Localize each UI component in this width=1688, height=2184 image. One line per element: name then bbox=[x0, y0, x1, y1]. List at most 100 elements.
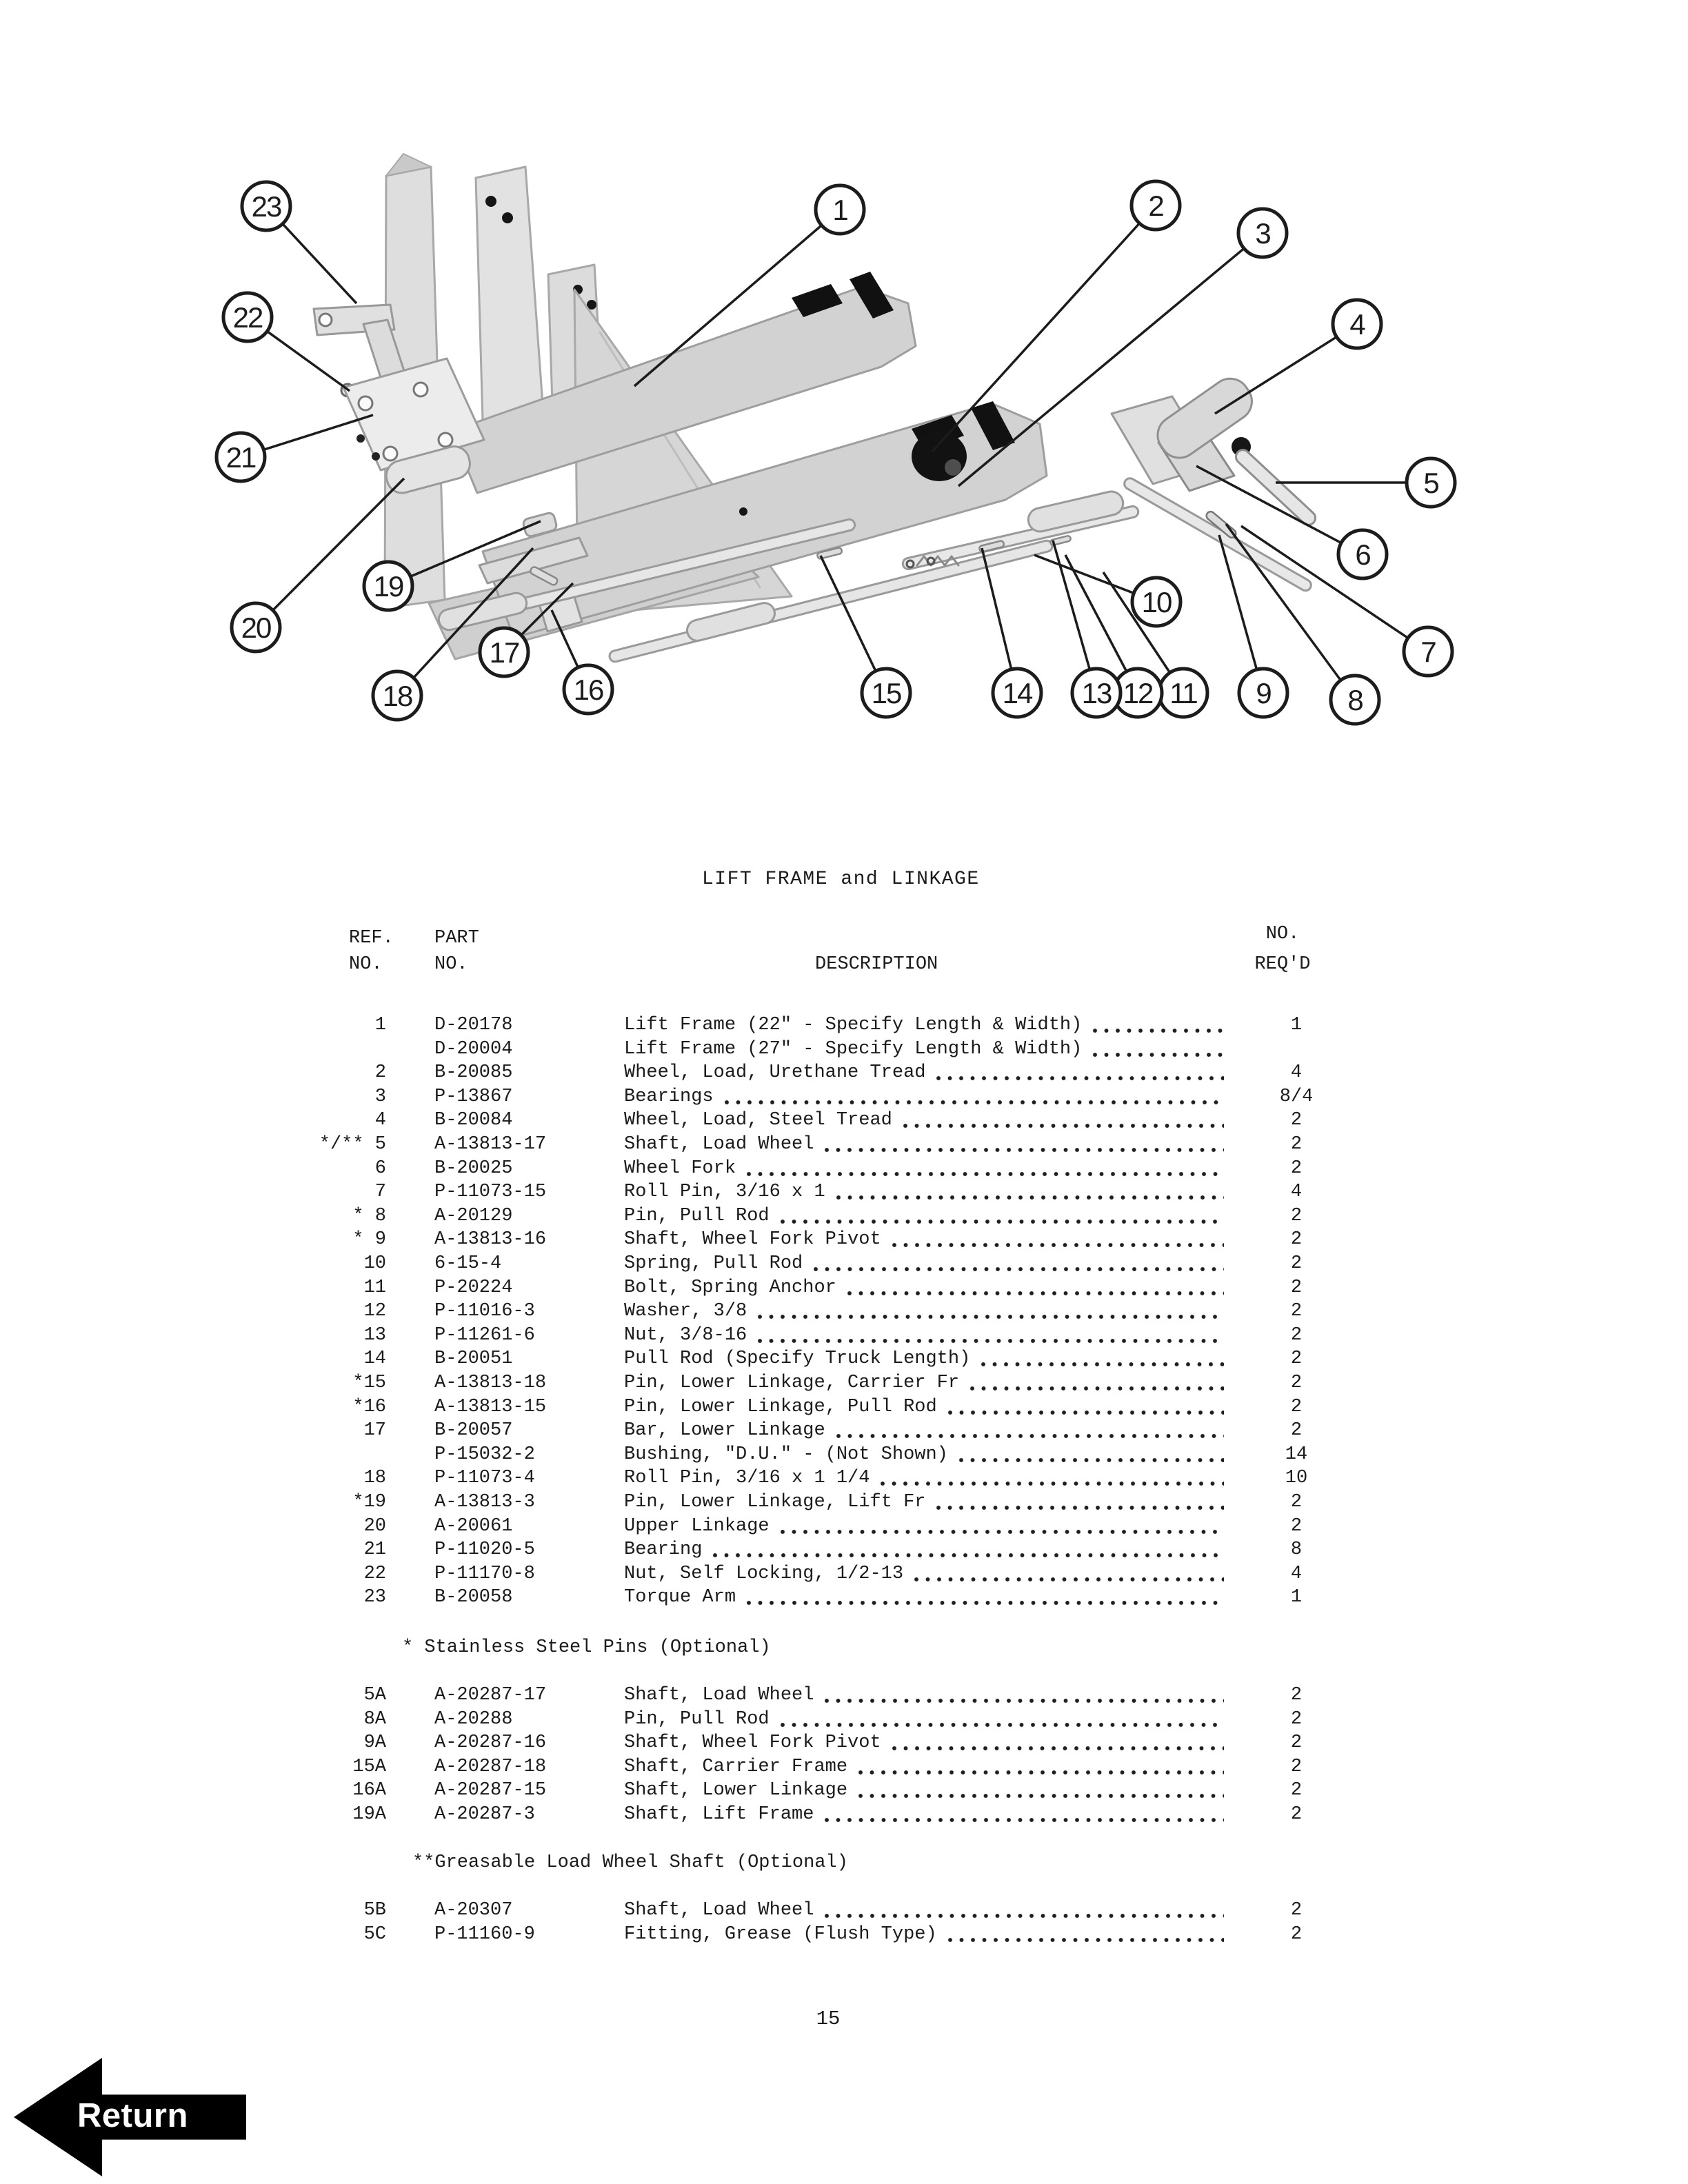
part-no-cell: B-20057 bbox=[434, 1420, 513, 1442]
description-cell: Fitting, Grease (Flush Type) bbox=[624, 1923, 1224, 1945]
description-cell: Roll Pin, 3/16 x 1 1/4 bbox=[624, 1468, 1224, 1489]
svg-text:9: 9 bbox=[1256, 677, 1271, 709]
part-no-cell: 6-15-4 bbox=[434, 1253, 502, 1274]
dot-leader bbox=[913, 1563, 1224, 1584]
description-cell: Pin, Lower Linkage, Lift Fr bbox=[624, 1492, 1224, 1513]
qty-cell: 2 bbox=[1290, 1348, 1303, 1370]
callout-17: 17 bbox=[478, 626, 530, 678]
description-text: Shaft, Carrier Frame bbox=[624, 1756, 848, 1777]
dot-leader bbox=[980, 1348, 1224, 1370]
description-text: Wheel, Load, Urethane Tread bbox=[624, 1062, 926, 1084]
part-no-cell: P-11016-3 bbox=[434, 1301, 535, 1322]
qty-cell: 2 bbox=[1290, 1373, 1303, 1393]
svg-text:20: 20 bbox=[241, 611, 271, 644]
ref-no-cell: 19A bbox=[352, 1804, 386, 1825]
dot-leader bbox=[823, 1804, 1224, 1825]
ref-no-cell: */** 5 bbox=[319, 1134, 386, 1155]
qty-cell: 2 bbox=[1290, 1253, 1303, 1274]
ref-no-cell: 5A bbox=[363, 1685, 386, 1706]
description-cell: Bushing, "D.U." - (Not Shown) bbox=[624, 1444, 1224, 1465]
description-cell: Wheel Fork bbox=[624, 1157, 1224, 1179]
description-text: Lift Frame (22" - Specify Length & Width… bbox=[624, 1015, 1083, 1035]
callout-1: 1 bbox=[814, 183, 866, 236]
qty-cell: 2 bbox=[1290, 1756, 1303, 1777]
qty-cell: 2 bbox=[1290, 1301, 1303, 1322]
qty-cell: 8 bbox=[1290, 1539, 1303, 1561]
svg-text:7: 7 bbox=[1420, 636, 1436, 668]
qty-cell: 2 bbox=[1290, 1780, 1303, 1801]
callout-14: 14 bbox=[991, 667, 1043, 719]
callout-leader-7 bbox=[1240, 525, 1429, 653]
callout-leader-9 bbox=[1218, 534, 1265, 694]
part-no-cell: P-20224 bbox=[434, 1277, 513, 1298]
qty-cell: 4 bbox=[1290, 1563, 1303, 1584]
callout-22: 22 bbox=[221, 291, 274, 343]
svg-text:17: 17 bbox=[490, 636, 519, 669]
callout-10: 10 bbox=[1130, 576, 1183, 628]
ref-no-cell: *19 bbox=[352, 1492, 386, 1513]
dot-leader bbox=[745, 1157, 1224, 1179]
description-cell: Wheel, Load, Steel Tread bbox=[624, 1110, 1224, 1131]
qty-cell: 2 bbox=[1290, 1492, 1303, 1513]
qty-cell: 2 bbox=[1290, 1324, 1303, 1346]
part-no-cell: D-20004 bbox=[434, 1038, 513, 1060]
dot-leader bbox=[712, 1539, 1224, 1561]
header-req-line2: REQ'D bbox=[1254, 954, 1311, 975]
description-cell: Nut, 3/8-16 bbox=[624, 1324, 1224, 1346]
description-text: Pin, Lower Linkage, Carrier Fr bbox=[624, 1373, 960, 1393]
svg-text:16: 16 bbox=[574, 674, 603, 706]
part-no-cell: P-11073-4 bbox=[434, 1468, 535, 1489]
svg-text:23: 23 bbox=[252, 190, 281, 223]
part-no-cell: A-20287-18 bbox=[434, 1756, 547, 1777]
part-no-cell: A-13813-3 bbox=[434, 1492, 535, 1513]
description-cell: Shaft, Wheel Fork Pivot bbox=[624, 1229, 1224, 1251]
ref-no-cell: 20 bbox=[363, 1515, 386, 1537]
description-cell: Shaft, Wheel Fork Pivot bbox=[624, 1732, 1224, 1754]
ref-no-cell: 2 bbox=[374, 1062, 386, 1084]
callout-leader-4 bbox=[1214, 323, 1358, 415]
callout-3: 3 bbox=[1236, 207, 1289, 259]
svg-text:6: 6 bbox=[1355, 538, 1370, 571]
dot-leader bbox=[823, 1685, 1224, 1706]
header-ref-line1: REF. bbox=[349, 928, 394, 949]
callout-4: 4 bbox=[1331, 298, 1383, 350]
lower-linkage-bar bbox=[478, 536, 589, 585]
ref-no-cell: 9A bbox=[363, 1732, 386, 1754]
description-cell: Lift Frame (22" - Specify Length & Width… bbox=[624, 1015, 1224, 1035]
part-no-cell: A-20287-15 bbox=[434, 1780, 547, 1801]
part-no-cell: A-20287-16 bbox=[434, 1732, 547, 1754]
callout-leader-8 bbox=[1225, 523, 1356, 701]
description-text: Shaft, Lower Linkage bbox=[624, 1780, 848, 1801]
description-text: Fitting, Grease (Flush Type) bbox=[624, 1923, 937, 1945]
ref-no-cell: 11 bbox=[363, 1277, 386, 1298]
part-no-cell: P-11073-15 bbox=[434, 1182, 547, 1203]
svg-text:21: 21 bbox=[226, 441, 256, 474]
dot-leader bbox=[935, 1492, 1224, 1513]
return-button[interactable]: Return bbox=[14, 2058, 246, 2176]
svg-text:13: 13 bbox=[1082, 677, 1112, 709]
part-no-cell: A-20129 bbox=[434, 1205, 513, 1226]
dot-leader bbox=[879, 1468, 1224, 1489]
description-cell: Shaft, Load Wheel bbox=[624, 1900, 1224, 1921]
description-cell: Bearing bbox=[624, 1539, 1224, 1561]
description-cell: Pull Rod (Specify Truck Length) bbox=[624, 1348, 1224, 1370]
qty-cell: 1 bbox=[1290, 1015, 1303, 1035]
qty-cell: 2 bbox=[1290, 1277, 1303, 1298]
ref-no-cell: 3 bbox=[374, 1086, 386, 1107]
callout-18: 18 bbox=[371, 669, 423, 722]
description-text: Bushing, "D.U." - (Not Shown) bbox=[624, 1444, 948, 1465]
description-cell: Pin, Lower Linkage, Pull Rod bbox=[624, 1396, 1224, 1417]
description-cell: Bar, Lower Linkage bbox=[624, 1420, 1224, 1442]
dot-leader bbox=[845, 1277, 1224, 1298]
svg-text:3: 3 bbox=[1255, 217, 1270, 250]
svg-text:15: 15 bbox=[872, 677, 901, 709]
ref-no-cell: 22 bbox=[363, 1563, 386, 1584]
